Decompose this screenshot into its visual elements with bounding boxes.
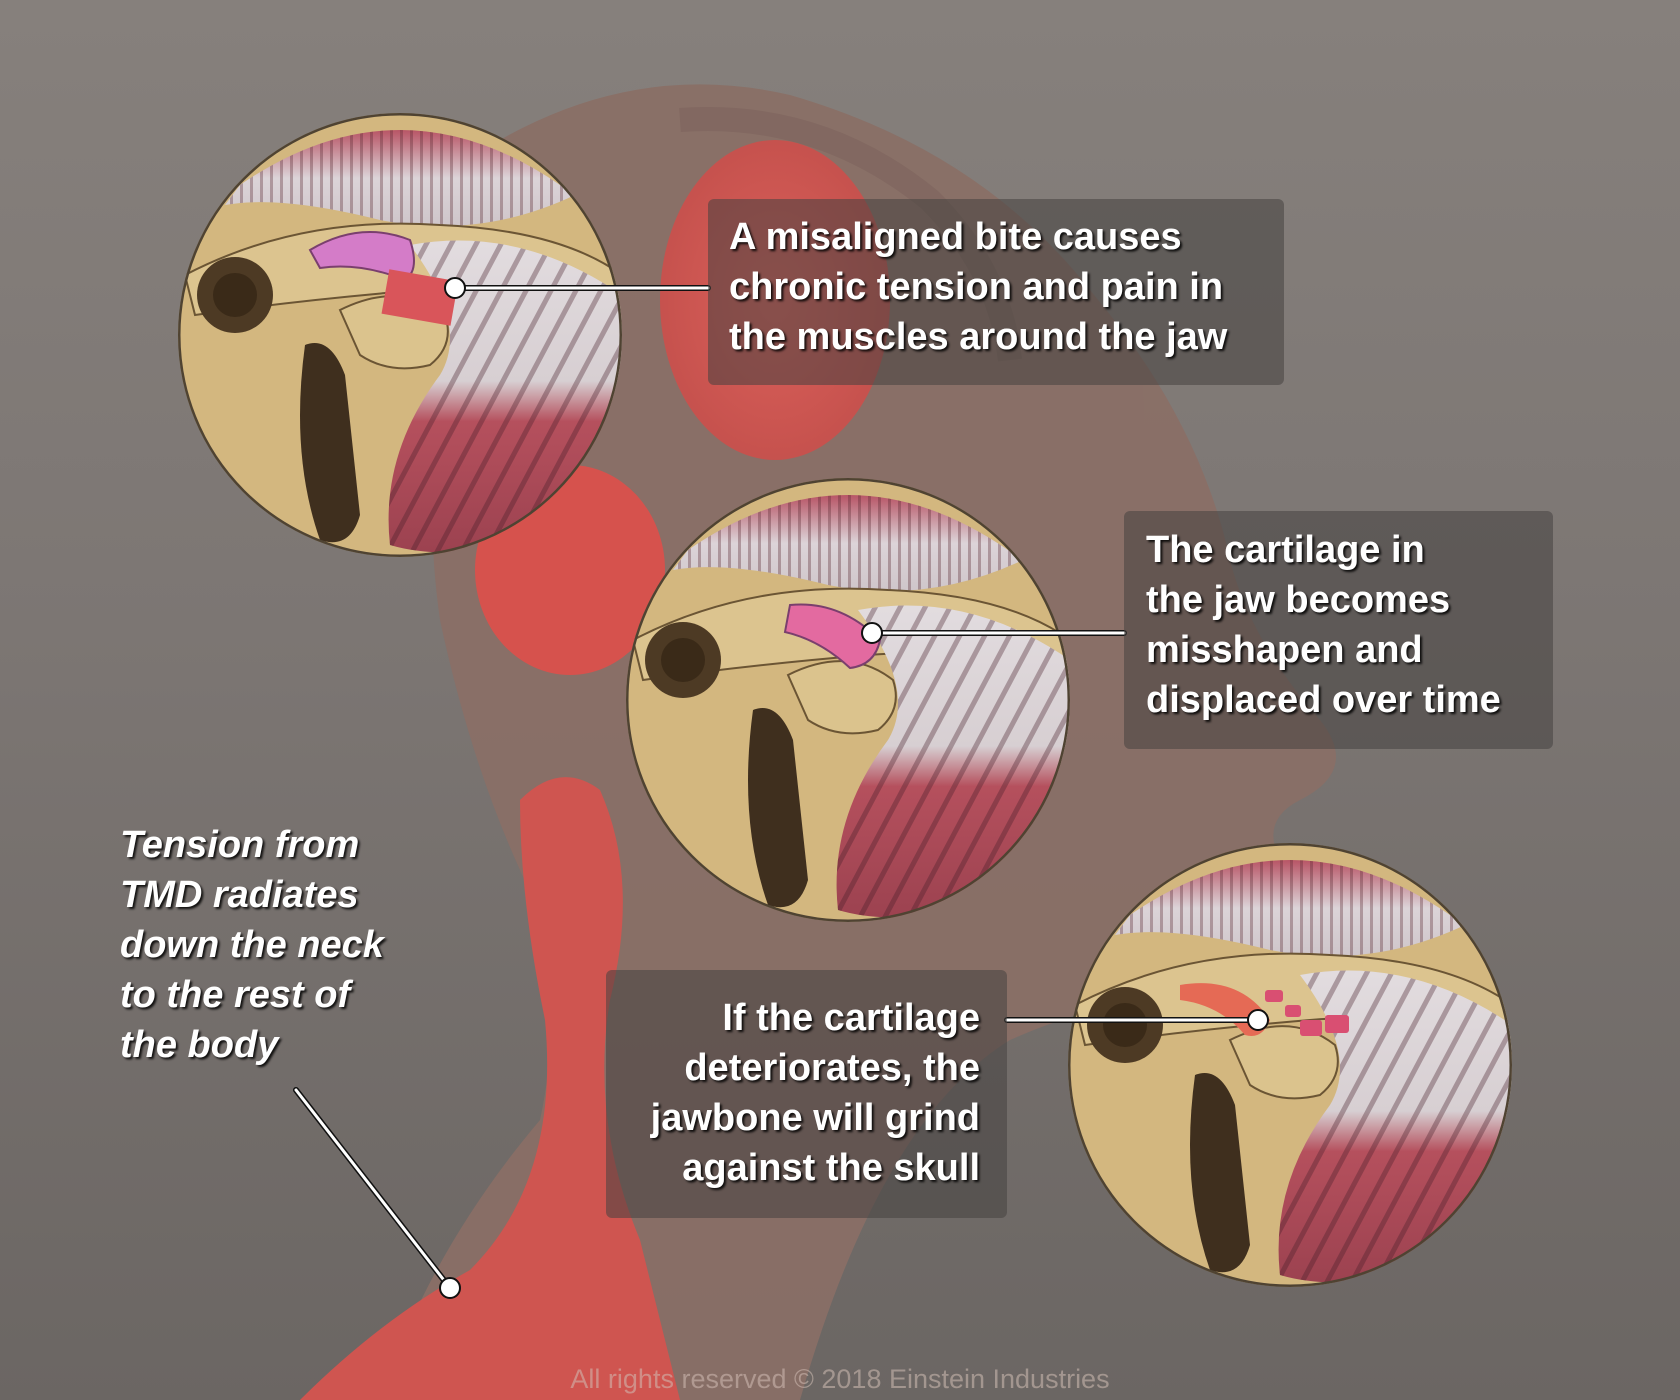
callout-line: the muscles around the jaw	[729, 316, 1228, 358]
joint-inset-displaced-cartilage	[626, 478, 1070, 922]
callout-line: jawbone will grind	[650, 1097, 980, 1139]
callout-line: The cartilage in	[1146, 529, 1425, 571]
cartilage-disc-displaced	[783, 603, 882, 670]
callout-line: displaced over time	[1146, 679, 1501, 721]
callout-line: down the neck	[120, 924, 384, 966]
callout-line: TMD radiates	[120, 874, 359, 916]
callout-line: deteriorates, the	[684, 1047, 980, 1089]
strained-muscle-band	[381, 269, 459, 326]
neck-inflammation	[300, 777, 680, 1400]
callout-line: misshapen and	[1146, 629, 1423, 671]
callout-cartilage-displaced: The cartilage in the jaw becomes misshap…	[1124, 511, 1553, 749]
callout-line: If the cartilage	[722, 997, 980, 1039]
callout-cartilage-deteriorates: If the cartilage deteriorates, the jawbo…	[606, 970, 1007, 1218]
joint-inset-muscle-strain	[178, 113, 622, 557]
callout-line: to the rest of	[120, 974, 351, 1016]
callout-line: the jaw becomes	[1146, 579, 1451, 621]
callout-line: chronic tension and pain in	[729, 266, 1224, 308]
callout-line: Tension from	[120, 824, 360, 866]
cartilage-disc-normal	[308, 231, 415, 282]
cartilage-fragments	[1265, 990, 1349, 1036]
callout-line: the body	[120, 1024, 279, 1066]
callout-muscle-tension: A misaligned bite causes chronic tension…	[708, 199, 1284, 385]
leader-lines	[293, 277, 1269, 1299]
callout-line: A misaligned bite causes	[729, 216, 1182, 258]
joint-inset-deteriorated-cartilage	[1068, 843, 1512, 1287]
callout-line: against the skull	[682, 1147, 980, 1189]
copyright-notice: All rights reserved © 2018 Einstein Indu…	[570, 1364, 1110, 1394]
callout-neck-tension: Tension from TMD radiates down the neck …	[120, 820, 440, 1070]
